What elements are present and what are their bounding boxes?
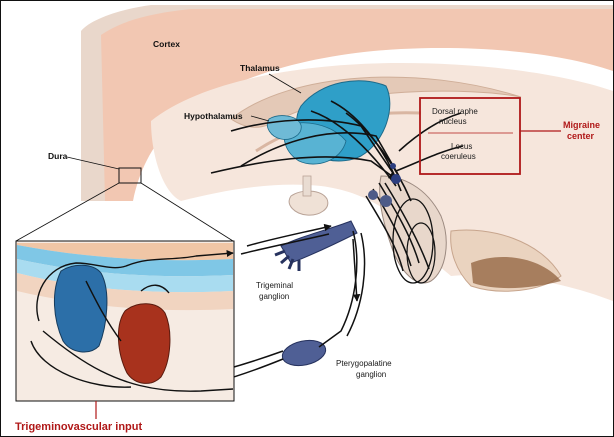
label-trigeminal-line2: ganglion <box>259 292 289 301</box>
zoom-line-1 <box>16 183 119 241</box>
label-migraine-center-line1: Migraine <box>563 120 600 130</box>
brainstem-nucleus-2 <box>368 190 378 200</box>
label-hypothalamus: Hypothalamus <box>184 111 243 121</box>
blue-vessel <box>54 265 107 352</box>
label-locus-line2: coeruleus <box>441 152 476 161</box>
pterygopalatine-ganglion <box>280 337 328 370</box>
raphe-node <box>391 174 401 184</box>
label-locus-line1: Locus <box>451 142 472 151</box>
label-dorsal-raphe-line1: Dorsal raphe <box>432 107 478 116</box>
label-pterygopalatine-line2: ganglion <box>356 370 386 379</box>
label-cortex: Cortex <box>153 39 180 49</box>
label-thalamus: Thalamus <box>240 63 280 73</box>
pituitary-stalk <box>303 176 311 196</box>
label-trigeminovascular-input: Trigeminovascular input <box>15 421 142 433</box>
brainstem-nucleus <box>380 195 392 207</box>
red-vessel <box>118 304 170 384</box>
label-dorsal-raphe-line2: nucleus <box>439 117 467 126</box>
label-migraine-center-line2: center <box>567 131 595 141</box>
locus-node <box>390 163 396 169</box>
label-trigeminal-line1: Trigeminal <box>256 281 293 290</box>
label-dura: Dura <box>48 151 68 161</box>
label-pterygopalatine-line1: Pterygopalatine <box>336 359 392 368</box>
